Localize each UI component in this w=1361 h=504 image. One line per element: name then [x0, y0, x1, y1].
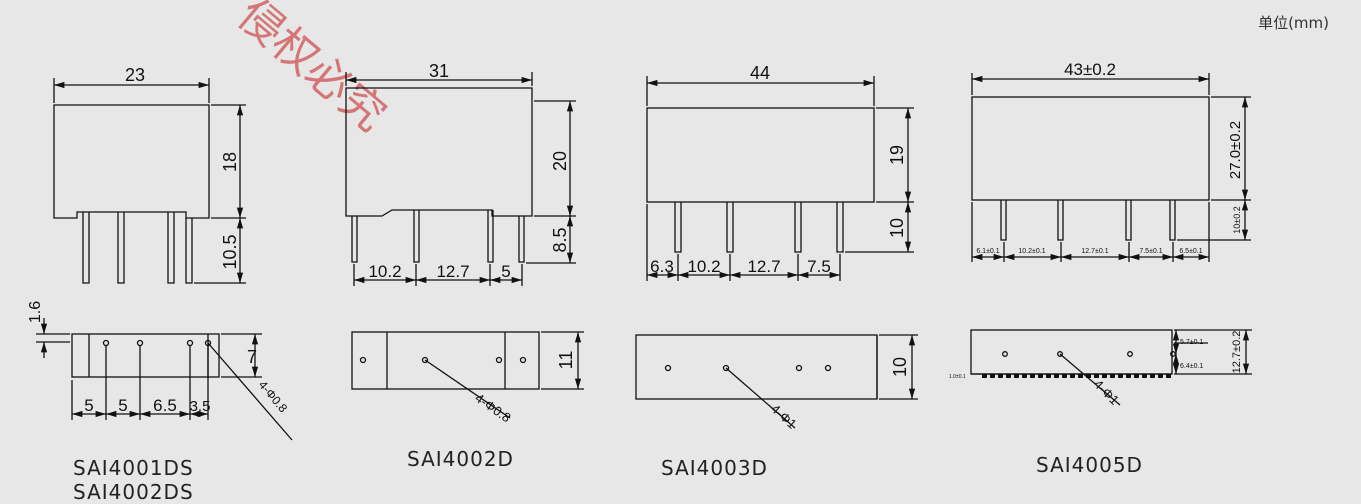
- pin-stub: [1038, 374, 1043, 378]
- pin-stub: [1150, 374, 1155, 378]
- p3-depth-dim: 10: [890, 357, 910, 377]
- pin-stub: [1166, 374, 1171, 378]
- p1-pitch-4: 3.5: [190, 398, 211, 415]
- part3-front-view: [646, 76, 914, 281]
- p2-height-dim: 20: [550, 151, 570, 171]
- pin-stub: [1110, 374, 1115, 378]
- part1-bottom-view: [36, 318, 293, 441]
- pin-stub: [1118, 374, 1123, 378]
- p1-thickness-dim: 1.6: [27, 301, 44, 323]
- p2-hole-spec: 4-Φ0.8: [472, 390, 513, 425]
- pin-stub: [1014, 374, 1019, 378]
- p4-pitch-4: 7.5±0.1: [1139, 248, 1162, 255]
- p2-pitch-2: 12.7: [436, 262, 469, 281]
- p4-thickness-dim: 1.0±0.1: [949, 374, 966, 380]
- p3-pin-dim: 10: [887, 218, 907, 238]
- p4-offset-top: 5.7±0.1: [1180, 339, 1203, 346]
- part4-label: SAI4005D: [1036, 453, 1143, 477]
- pin-stub: [1134, 374, 1139, 378]
- pin-stub: [1126, 374, 1131, 378]
- p3-pitch-4: 7.5: [807, 257, 831, 276]
- p1-depth-dim: 7: [247, 347, 257, 367]
- part4-front-view: [971, 73, 1251, 262]
- p4-width-dim: 43±0.2: [1064, 60, 1116, 79]
- part2-label: SAI4002D: [407, 447, 514, 471]
- p3-pitch-3: 12.7: [747, 257, 780, 276]
- p2-depth-dim: 11: [556, 351, 576, 370]
- p4-pitch-1: 6.1±0.1: [976, 248, 999, 255]
- pin-stub: [1094, 374, 1099, 378]
- pin-stub: [1078, 374, 1083, 378]
- p3-pitch-2: 10.2: [687, 257, 720, 276]
- p4-height-dim: 27.0±0.2: [1227, 121, 1244, 179]
- p1-width-dim: 23: [125, 65, 145, 85]
- pin-stub: [1054, 374, 1059, 378]
- unit-label: 单位(mm): [1258, 14, 1329, 32]
- p2-pitch-1: 10.2: [368, 262, 401, 281]
- part1-label-1: SAI4001DS: [73, 456, 194, 480]
- p4-pitch-5: 6.5±0.1: [1179, 248, 1202, 255]
- part1-label-2: SAI4002DS: [73, 480, 194, 504]
- p1-height-dim: 18: [220, 152, 240, 172]
- part3-bottom-view: [635, 334, 918, 429]
- part3-label: SAI4003D: [661, 456, 768, 480]
- p1-pitch-2: 5: [118, 396, 127, 415]
- pin-stub: [1142, 374, 1147, 378]
- pin-stub: [1086, 374, 1091, 378]
- pin-stub: [1158, 374, 1163, 378]
- p2-width-dim: 31: [429, 61, 449, 81]
- p1-pitch-3: 6.5: [153, 396, 177, 415]
- p4-depth-dim: 12.7±0.2: [1231, 331, 1243, 374]
- p1-hole-spec: 4-Φ0.8: [256, 378, 291, 416]
- p2-pin-dim: 8.5: [550, 227, 570, 252]
- pin-stub: [1070, 374, 1075, 378]
- p3-height-dim: 19: [887, 145, 907, 165]
- p3-pitch-1: 6.3: [650, 257, 674, 276]
- part2-front-view: [345, 72, 576, 286]
- p3-width-dim: 44: [750, 63, 770, 83]
- pin-stub: [1006, 374, 1011, 378]
- p4-pin-dim: 10±0.2: [1232, 206, 1242, 233]
- p2-pitch-3: 5: [501, 262, 510, 281]
- p4-offset-mid: 6.4±0.1: [1180, 363, 1203, 370]
- part4-bottom-view: [970, 329, 1252, 406]
- p4-pitch-3: 12.7±0.1: [1081, 248, 1108, 255]
- part2-bottom-view: [351, 331, 584, 419]
- pin-stub: [1046, 374, 1051, 378]
- pin-stub: [1030, 374, 1035, 378]
- pin-stub: [990, 374, 995, 378]
- part1-front-view: [53, 78, 246, 284]
- pin-stub: [1102, 374, 1107, 378]
- pin-stub: [982, 374, 987, 378]
- watermark-text: 侵权必究: [228, 0, 396, 142]
- pin-stub: [998, 374, 1003, 378]
- pin-stub: [1022, 374, 1027, 378]
- p4-pitch-2: 10.2±0.1: [1018, 248, 1045, 255]
- pin-stub: [1062, 374, 1067, 378]
- p1-pitch-1: 5: [84, 396, 93, 415]
- p1-pin-dim: 10.5: [220, 234, 240, 269]
